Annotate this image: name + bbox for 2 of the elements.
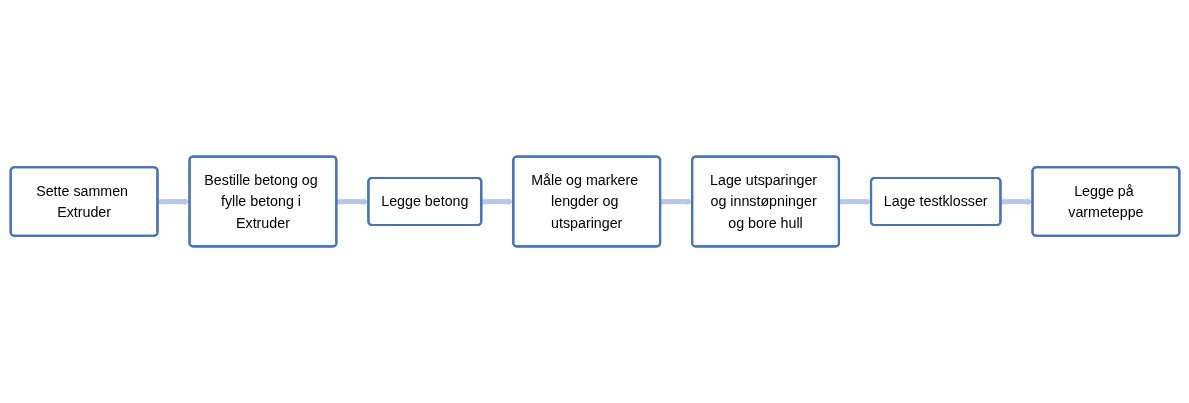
arrow <box>157 198 190 205</box>
arrow <box>1000 198 1033 205</box>
